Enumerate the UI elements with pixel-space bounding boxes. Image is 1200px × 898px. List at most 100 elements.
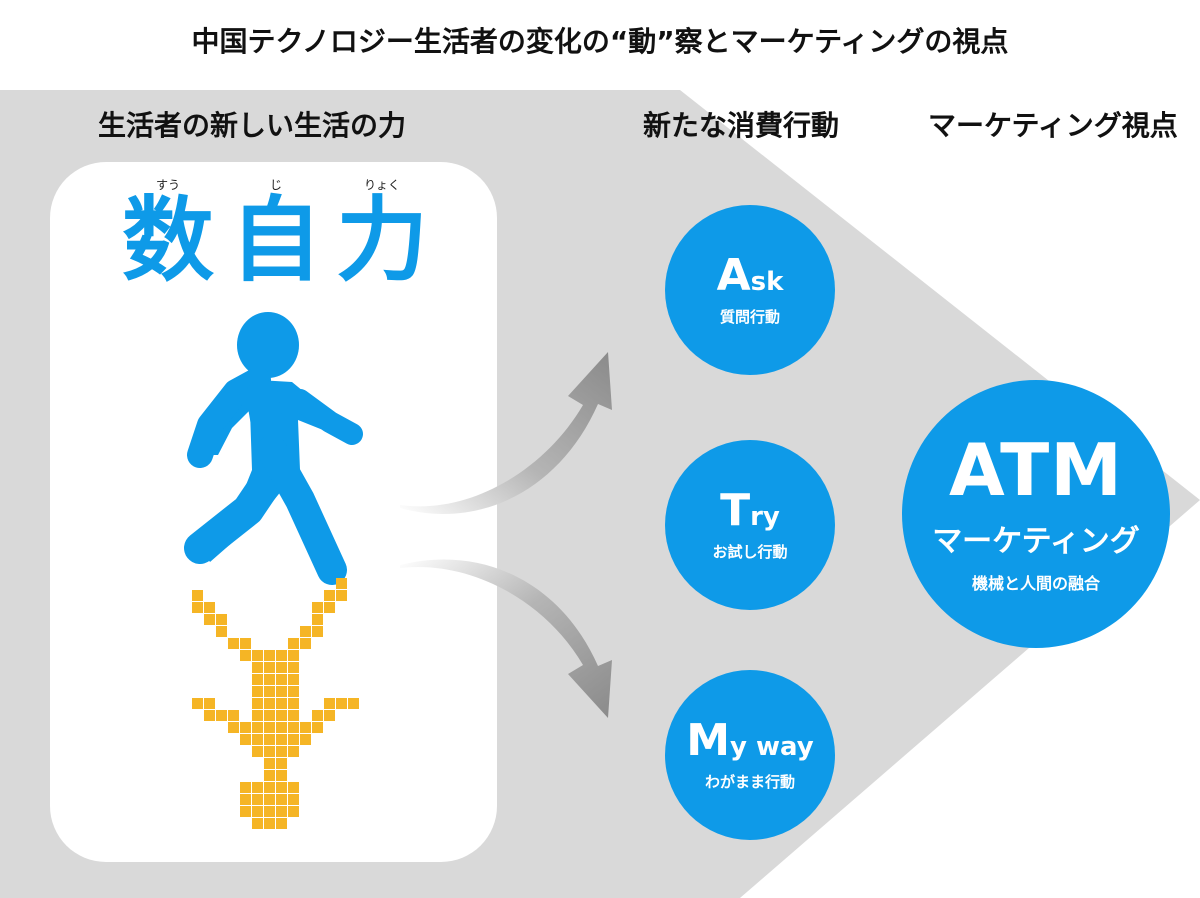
shadow-pixel	[312, 614, 323, 625]
shadow-pixel	[204, 602, 215, 613]
atm-subtitle: マーケティング	[932, 524, 1140, 559]
shadow-pixel	[348, 698, 359, 709]
shadow-pixel	[240, 638, 251, 649]
shadow-pixel	[312, 602, 323, 613]
shadow-pixel	[288, 662, 299, 673]
circle-my-way: My way わがまま行動	[665, 670, 835, 840]
shadow-pixel	[252, 686, 263, 697]
shadow-pixel	[276, 746, 287, 757]
shadow-pixel	[192, 602, 203, 613]
shadow-pixel	[336, 590, 347, 601]
shadow-pixel	[312, 626, 323, 637]
shadow-pixel	[264, 698, 275, 709]
shadow-pixel	[288, 638, 299, 649]
shadow-pixel	[264, 722, 275, 733]
my-way-label: わがまま行動	[704, 772, 795, 791]
shadow-pixel	[264, 662, 275, 673]
ask-label: 質問行動	[719, 307, 780, 326]
shadow-pixel	[336, 698, 347, 709]
kanji-su: 数	[121, 187, 214, 294]
shadow-pixel	[252, 734, 263, 745]
kanji-ryoku: 力	[335, 187, 428, 294]
circle-atm-marketing: ATM マーケティング 機械と人間の融合	[902, 380, 1170, 648]
shadow-pixel	[228, 710, 239, 721]
shadow-pixel	[324, 590, 335, 601]
shadow-pixel	[324, 710, 335, 721]
shadow-pixel	[288, 698, 299, 709]
shadow-pixel	[276, 734, 287, 745]
shadow-pixel	[240, 734, 251, 745]
shadow-pixel	[276, 650, 287, 661]
shadow-pixel	[288, 794, 299, 805]
shadow-pixel	[324, 602, 335, 613]
shadow-pixel	[276, 806, 287, 817]
shadow-pixel	[240, 782, 251, 793]
shadow-pixel	[264, 782, 275, 793]
shadow-pixel	[252, 698, 263, 709]
shadow-pixel	[276, 770, 287, 781]
shadow-pixel	[324, 698, 335, 709]
ruby-su: すう	[155, 178, 180, 192]
shadow-pixel	[288, 722, 299, 733]
shadow-pixel	[240, 794, 251, 805]
shadow-pixel	[192, 698, 203, 709]
ask-title: Ask	[716, 249, 784, 301]
shadow-pixel	[252, 674, 263, 685]
shadow-pixel	[312, 710, 323, 721]
shadow-pixel	[264, 674, 275, 685]
shadow-pixel	[288, 674, 299, 685]
shadow-pixel	[264, 734, 275, 745]
header-marketing-view: マーケティング視点	[928, 109, 1178, 142]
pixel-person-shadow-icon	[192, 578, 359, 829]
shadow-pixel	[276, 818, 287, 829]
shadow-pixel	[252, 662, 263, 673]
shadow-pixel	[264, 746, 275, 757]
try-label: お試し行動	[712, 542, 788, 561]
shadow-pixel	[264, 686, 275, 697]
shadow-pixel	[300, 722, 311, 733]
shadow-pixel	[252, 710, 263, 721]
shadow-pixel	[240, 722, 251, 733]
shadow-pixel	[276, 722, 287, 733]
shadow-pixel	[264, 794, 275, 805]
shadow-pixel	[216, 710, 227, 721]
shadow-pixel	[204, 710, 215, 721]
curved-arrow-up-icon	[400, 352, 612, 514]
shadow-pixel	[252, 782, 263, 793]
shadow-pixel	[264, 770, 275, 781]
shadow-pixel	[276, 698, 287, 709]
circle-try: Try お試し行動	[665, 440, 835, 610]
shadow-pixel	[300, 638, 311, 649]
shadow-pixel	[228, 722, 239, 733]
shadow-pixel	[252, 722, 263, 733]
shadow-pixel	[252, 794, 263, 805]
kanji-ji: 自	[229, 187, 322, 294]
shadow-pixel	[252, 650, 263, 661]
shadow-pixel	[312, 722, 323, 733]
shadow-pixel	[276, 782, 287, 793]
atm-title: ATM	[949, 428, 1123, 512]
shadow-pixel	[228, 638, 239, 649]
shadow-pixel	[276, 794, 287, 805]
shadow-pixel	[276, 710, 287, 721]
walking-person-icon	[184, 312, 363, 585]
curved-arrow-down-icon	[400, 559, 612, 718]
shadow-pixel	[276, 686, 287, 697]
try-title: Try	[720, 484, 780, 536]
shadow-pixel	[204, 698, 215, 709]
shadow-pixel	[288, 710, 299, 721]
shadow-pixel	[300, 734, 311, 745]
ruby-ryoku: りょく	[363, 178, 400, 192]
shadow-pixel	[264, 650, 275, 661]
shadow-pixel	[288, 806, 299, 817]
header-new-consumption: 新たな消費行動	[643, 109, 840, 142]
shadow-pixel	[240, 650, 251, 661]
shadow-pixel	[192, 590, 203, 601]
shadow-pixel	[240, 806, 251, 817]
shadow-pixel	[264, 818, 275, 829]
shadow-pixel	[204, 614, 215, 625]
shadow-pixel	[216, 614, 227, 625]
circle-ask: Ask 質問行動	[665, 205, 835, 375]
shadow-pixel	[264, 710, 275, 721]
